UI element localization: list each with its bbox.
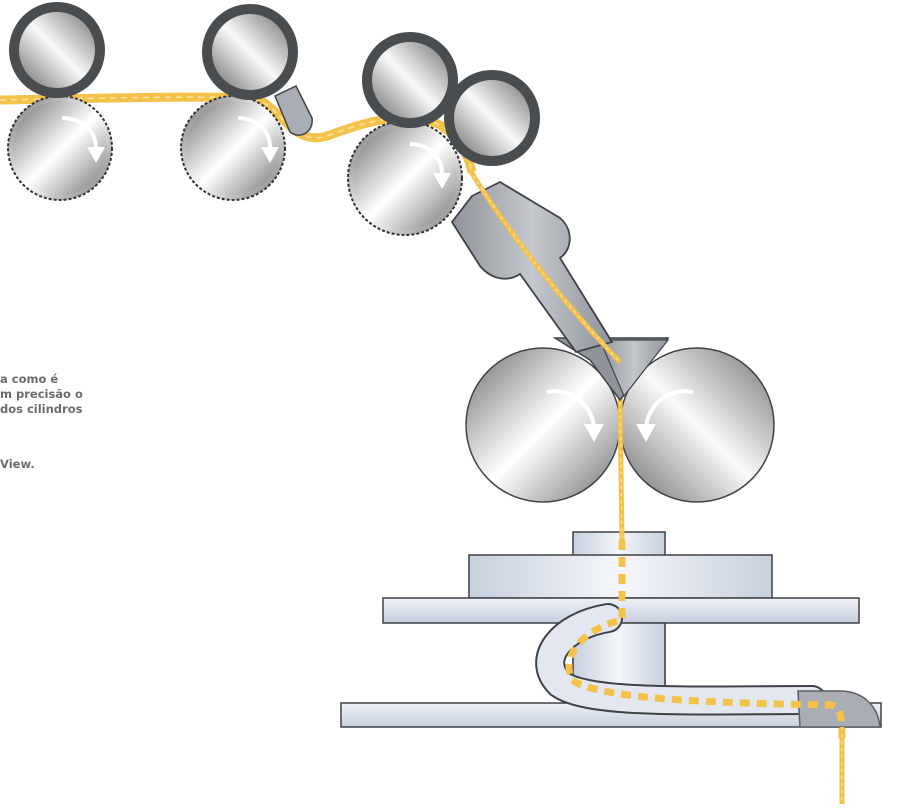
sliver-in-tube [565,540,846,741]
drafting-pair-3 [347,32,540,236]
clockwise-arrow-icon [409,142,451,189]
clockwise-arrow-icon [61,116,105,163]
drafting-pair-1 [7,2,113,201]
clockwise-arrow-icon [546,389,604,442]
coiler-table [340,531,882,804]
counterclockwise-arrow-icon [636,389,694,442]
caption-line-2: m precisão o [0,387,83,401]
calender-rolls [465,347,775,541]
guide-shoe [274,85,313,136]
caption-trailing: View. [0,457,35,471]
trumpet-funnel [450,168,670,402]
outlet-shoe [797,690,881,728]
drafting-pair-2 [180,4,313,201]
caption-line-1: a como é [0,372,59,386]
clockwise-arrow-icon [237,116,279,163]
caption-line-3: dos cilindros [0,402,83,416]
caption-text: a como é m precisão o dos cilindros View… [0,372,330,472]
